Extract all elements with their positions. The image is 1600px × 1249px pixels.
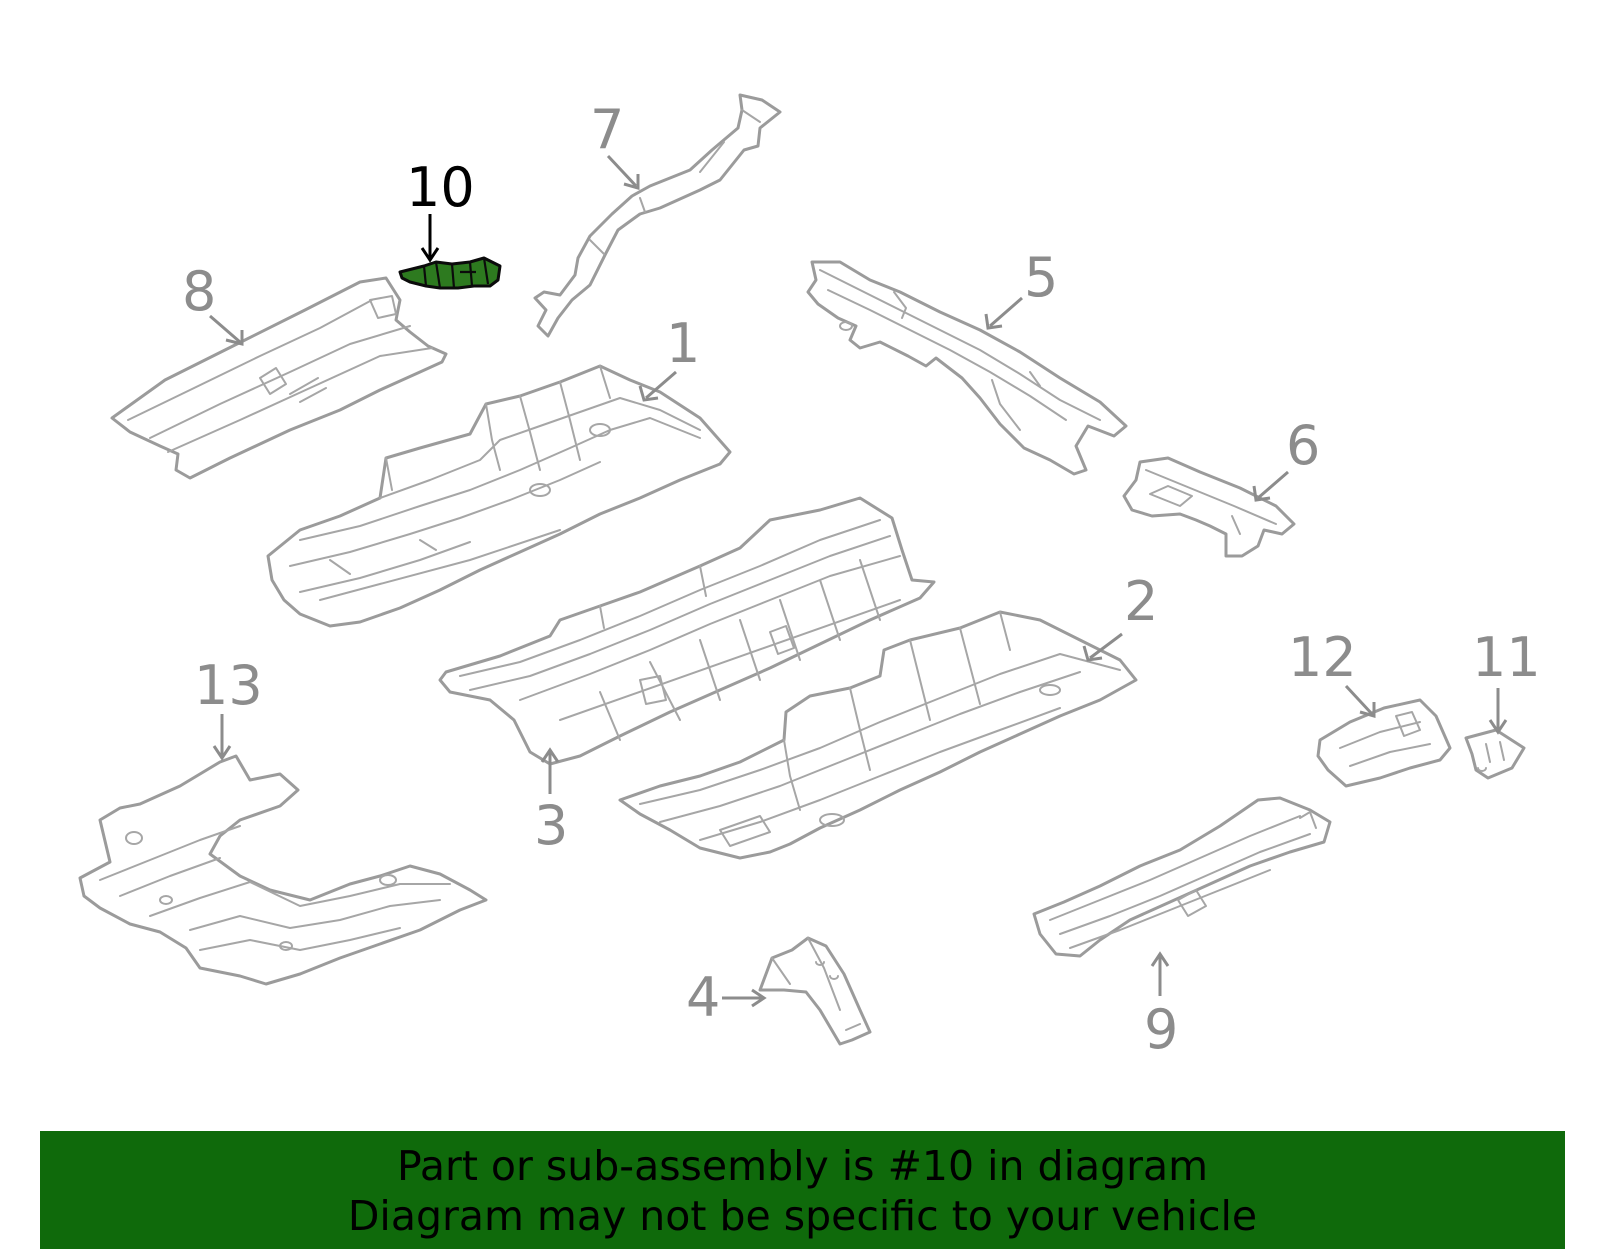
part-4-bracket <box>758 936 872 1046</box>
part-11-plate <box>1464 728 1526 780</box>
info-banner: Part or sub-assembly is #10 in diagram D… <box>40 1131 1565 1249</box>
callout-label-9: 9 <box>1144 998 1178 1061</box>
callout-label-3: 3 <box>534 794 568 857</box>
part-12-gusset <box>1316 698 1452 788</box>
callout-10: 10 <box>406 156 475 263</box>
callout-label-1: 1 <box>666 312 700 375</box>
callout-label-11: 11 <box>1472 626 1541 689</box>
callout-11: 11 <box>1472 626 1541 735</box>
callout-8: 8 <box>182 260 244 346</box>
callout-5: 5 <box>984 246 1058 330</box>
callout-2: 2 <box>1082 570 1158 662</box>
callout-label-12: 12 <box>1288 626 1357 689</box>
callout-label-13: 13 <box>194 654 263 717</box>
part-2-rear-floor <box>618 610 1138 860</box>
part-3-center-floor <box>438 496 936 766</box>
part-8-reinforcement <box>110 276 448 480</box>
callout-label-7: 7 <box>590 98 624 161</box>
part-1-front-floor <box>266 364 732 628</box>
callout-label-5: 5 <box>1024 246 1058 309</box>
callout-6: 6 <box>1252 414 1320 502</box>
callout-label-4: 4 <box>686 966 720 1029</box>
banner-line-1: Part or sub-assembly is #10 in diagram <box>396 1142 1209 1190</box>
part-9-cross-member <box>1032 796 1332 958</box>
part-10-bracket-highlighted <box>398 256 502 290</box>
callout-9: 9 <box>1144 951 1178 1061</box>
banner-line-2: Diagram may not be specific to your vehi… <box>347 1192 1258 1240</box>
part-13-front-structure <box>78 754 488 986</box>
callout-13: 13 <box>194 654 263 761</box>
callout-7: 7 <box>590 98 640 190</box>
part-6-bracket <box>1122 456 1296 558</box>
callout-label-8: 8 <box>182 260 216 323</box>
callout-12: 12 <box>1288 626 1376 718</box>
callout-label-2: 2 <box>1124 570 1158 633</box>
callout-3: 3 <box>534 747 568 857</box>
part-7-rail <box>533 93 782 338</box>
parts-diagram: 1 2 3 4 5 6 7 8 9 10 <box>78 93 1541 1061</box>
part-5-side-member <box>806 260 1128 476</box>
callout-4: 4 <box>686 966 767 1029</box>
callout-label-6: 6 <box>1286 414 1320 477</box>
callout-1: 1 <box>638 312 700 402</box>
callout-label-10: 10 <box>406 156 475 219</box>
